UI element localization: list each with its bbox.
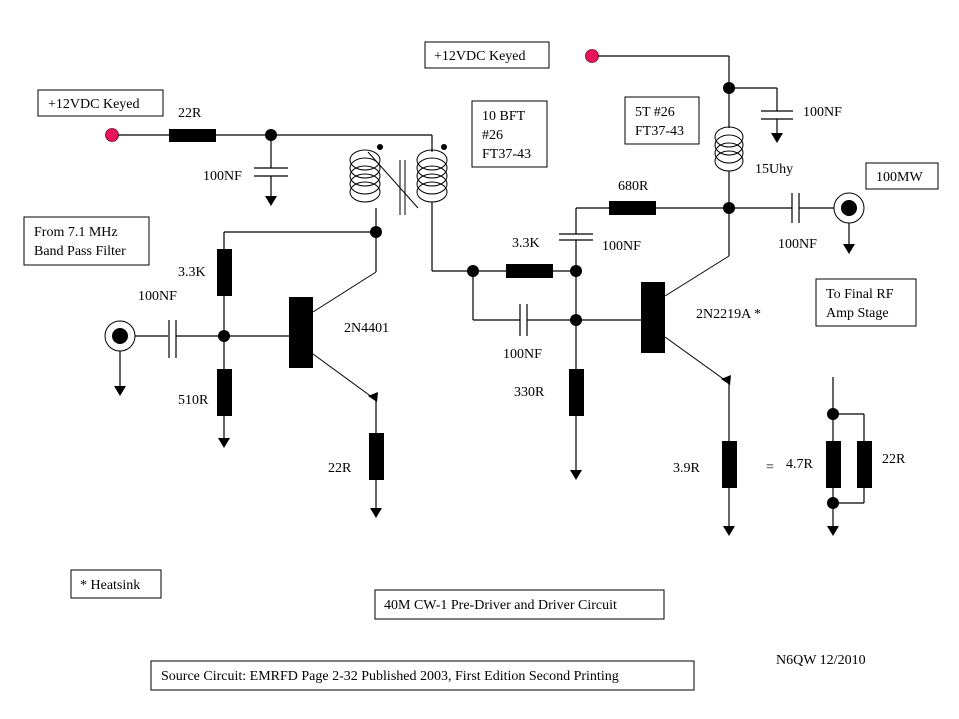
resistor-22r-supply	[169, 129, 216, 142]
label-r-bias-bot-q2: 330R	[514, 385, 545, 400]
transistor-q1	[289, 297, 313, 368]
diagram-title: 40M CW-1 Pre-Driver and Driver Circuit	[384, 598, 617, 613]
input-note-line-1: From 7.1 MHz	[34, 225, 118, 240]
ground-icon	[570, 470, 582, 480]
label-q1: 2N4401	[344, 321, 389, 336]
choke-note-box	[624, 96, 700, 145]
resistor-22r-emitter-q1	[369, 433, 384, 480]
supply-right-terminal	[585, 49, 599, 63]
source-note-box	[150, 660, 695, 691]
heatsink-note-box	[70, 569, 162, 599]
input-note-line-2: Band Pass Filter	[34, 244, 126, 259]
junction	[827, 497, 839, 509]
transformer-note-box	[471, 100, 548, 168]
footer-notes: * Heatsink 40M CW-1 Pre-Driver and Drive…	[70, 569, 866, 691]
transformer-secondary-winding	[416, 149, 448, 203]
label-r-bias-bot-q1: 510R	[178, 393, 209, 408]
choke-note-line-2: FT37-43	[635, 124, 684, 139]
label-c-input: 100NF	[138, 289, 177, 304]
title-box	[374, 589, 665, 620]
ground-icon	[218, 438, 230, 448]
ground-icon	[370, 508, 382, 518]
transformer-note-line-1: 10 BFT	[482, 109, 526, 124]
choke-note-line-1: 5T #26	[635, 105, 675, 120]
label-r-parallel-a: 4.7R	[786, 457, 814, 472]
input-note-box	[23, 216, 150, 266]
supply-right: +12VDC Keyed 100NF 5T #26 FT37-43 15Uhy	[424, 41, 939, 327]
ground-icon	[265, 196, 277, 206]
transformer-t1: 10 BFT #26 FT37-43	[349, 100, 548, 215]
phase-dot	[377, 144, 383, 150]
transformer-note-line-2: #26	[482, 128, 503, 143]
resistor-510r-q1	[217, 369, 232, 416]
supply-right-box	[424, 41, 550, 69]
resistor-22r-parallel	[857, 441, 872, 488]
resistor-3-3k-q2	[506, 264, 553, 278]
emitter-arrow	[721, 375, 731, 385]
label-r-bias-top-q1: 3.3K	[178, 265, 206, 280]
label-r-supply-left: 22R	[178, 106, 202, 121]
output-dest-line-2: Amp Stage	[826, 306, 889, 321]
resistor-680r	[609, 201, 656, 215]
output-power-box	[865, 162, 939, 190]
label-r-emitter-q2: 3.9R	[673, 461, 701, 476]
supply-left: +12VDC Keyed 22R 100NF	[37, 89, 432, 206]
label-equals: =	[766, 460, 774, 475]
ground-icon	[843, 244, 855, 254]
transformer-primary-winding	[349, 149, 381, 203]
label-choke: 15Uhy	[755, 162, 793, 177]
driver-stage: 3.3K 100NF 100NF 680R 330R 2N2219A *	[431, 179, 761, 536]
output-dest-box	[815, 278, 917, 327]
ground-icon	[827, 526, 839, 536]
heatsink-note: * Heatsink	[80, 578, 140, 593]
supply-right-label: +12VDC Keyed	[434, 49, 526, 64]
phase-dot	[441, 144, 447, 150]
label-c-supply-right: 100NF	[803, 105, 842, 120]
transformer-note-line-3: FT37-43	[482, 147, 531, 162]
author-note: N6QW 12/2010	[776, 653, 866, 668]
label-c-feedback-q2: 100NF	[602, 239, 641, 254]
label-r-emitter-q1: 22R	[328, 461, 352, 476]
label-c-supply-left: 100NF	[203, 169, 242, 184]
choke-15uhy	[714, 126, 744, 172]
label-r-parallel-b: 22R	[882, 452, 906, 467]
label-q2: 2N2219A *	[696, 307, 761, 322]
resistor-3-9r	[722, 441, 737, 488]
resistor-330r	[569, 369, 584, 416]
source-note: Source Circuit: EMRFD Page 2-32 Publishe…	[161, 669, 619, 684]
supply-left-box	[37, 89, 164, 117]
label-c-output: 100NF	[778, 237, 817, 252]
label-r-collector-feedback: 680R	[618, 179, 649, 194]
output-power-label: 100MW	[876, 170, 923, 185]
label-c-coupling-q2: 100NF	[503, 347, 542, 362]
ground-icon	[771, 133, 783, 143]
parallel-resistor-detail: = 4.7R 22R	[766, 377, 906, 536]
supply-left-label: +12VDC Keyed	[48, 97, 140, 112]
transistor-q2	[641, 282, 665, 353]
resistor-3-3k-q1	[217, 249, 232, 296]
ground-icon	[114, 386, 126, 396]
label-r-feedback-q2: 3.3K	[512, 236, 540, 251]
emitter-arrow	[368, 392, 378, 402]
supply-left-terminal	[105, 128, 119, 142]
ground-icon	[723, 526, 735, 536]
output-dest-line-1: To Final RF	[826, 287, 894, 302]
resistor-4-7r	[826, 441, 841, 488]
input-stage: From 7.1 MHz Band Pass Filter 100NF 3.3K…	[23, 208, 389, 518]
